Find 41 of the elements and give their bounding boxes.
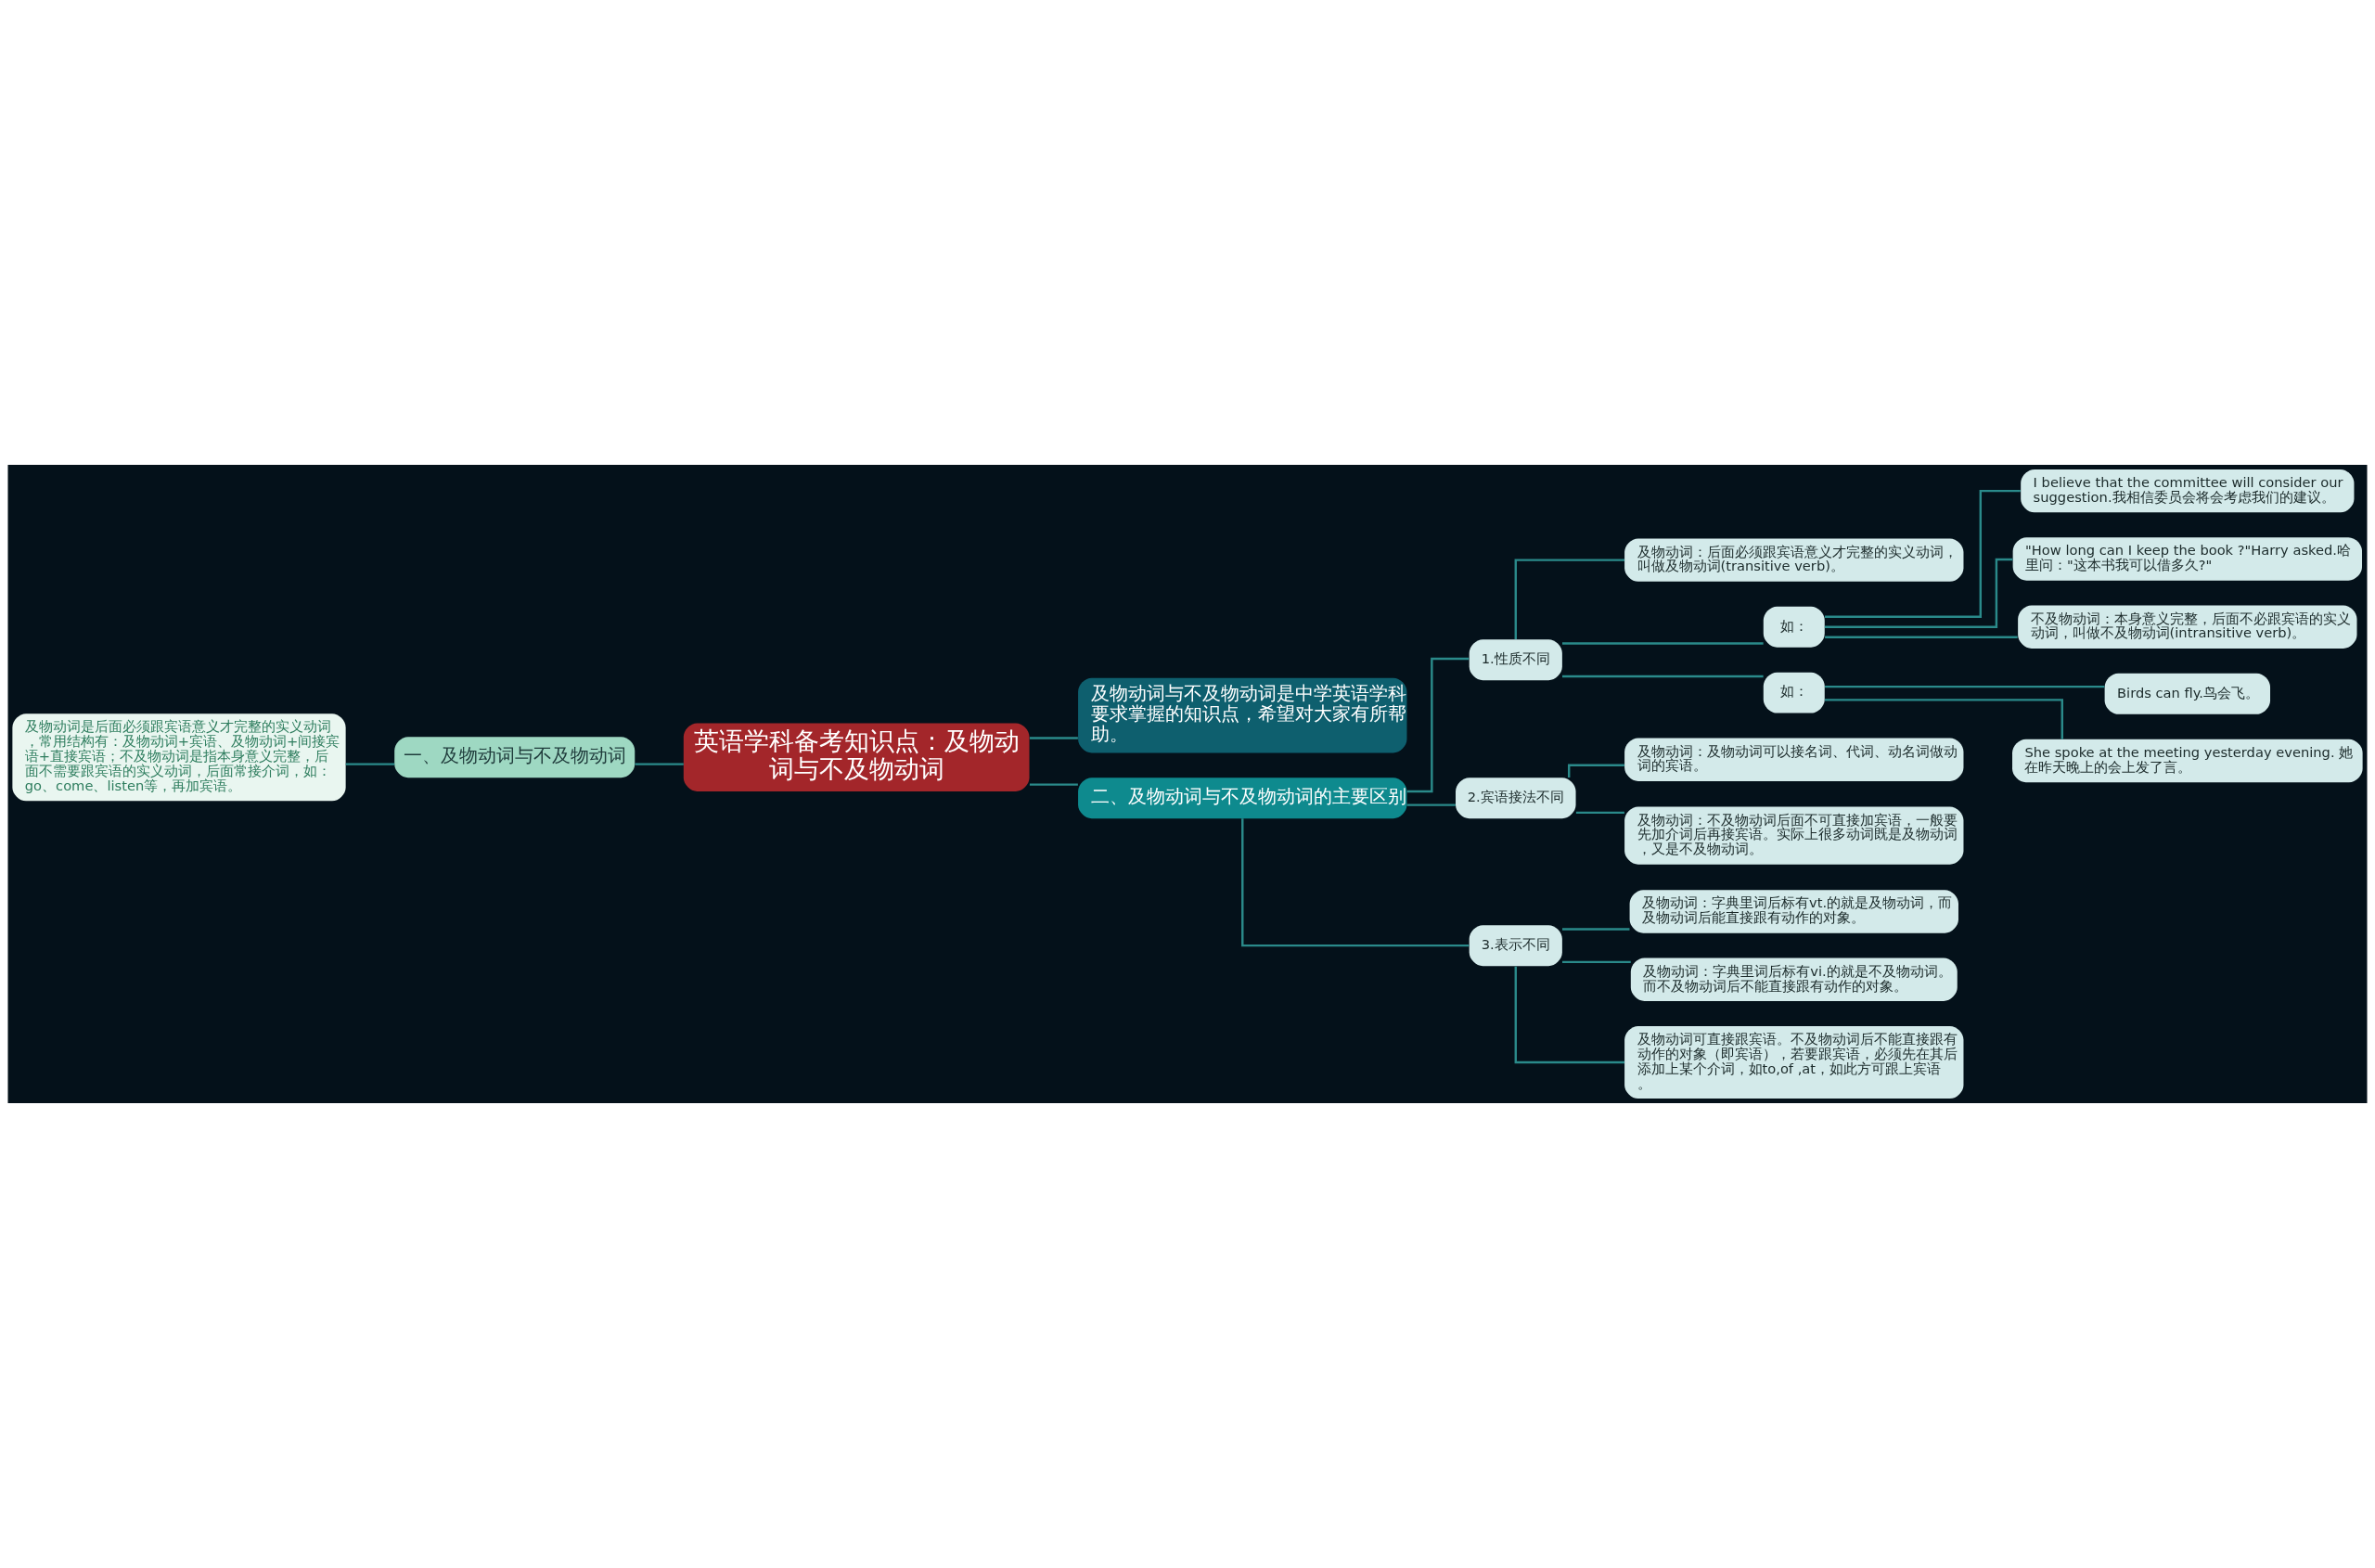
connector [1568, 764, 1624, 778]
connector [1562, 928, 1630, 931]
node-box: 及物动词：不及物动词后面不可直接加宾语，一般要先加介词后再接宾语。实际上很多动词既是及物动词，又是不及物动词。 [1624, 806, 1964, 865]
connector [1029, 783, 1078, 786]
connector [1406, 803, 1456, 806]
node-box: 英语学科备考知识点：及物动词与不及物动词 [683, 723, 1030, 791]
node-box: 2.宾语接法不同 [1456, 778, 1576, 819]
connector [345, 763, 395, 765]
node-box: 及物动词：后面必须跟宾语意义才完整的实义动词，叫做及物动词(transitive verb)。 [1624, 538, 1964, 582]
node-box: 及物动词可直接跟宾语。不及物动词后不能直接跟有动作的对象（即宾语），若要跟宾语，必须先在其后添加上某个介词，如to,of ,at，如此方可跟上宾语。 [1624, 1025, 1964, 1099]
connector [1241, 818, 1470, 947]
node-box: She spoke at the meeting yesterday evening. 她在昨天晚上的会上发了言。 [2012, 739, 2363, 783]
connector [1825, 636, 2018, 638]
node-box: 如： [1763, 606, 1825, 648]
connector [1562, 642, 1764, 645]
node-box: 如： [1763, 672, 1825, 713]
node-box: 及物动词：字典里词后标有vt.的就是及物动词，而及物动词后能直接跟有动作的对象。 [1629, 890, 1958, 933]
connector [1824, 699, 2063, 739]
connector [1824, 558, 2013, 628]
connector [1562, 960, 1631, 964]
connector [1562, 675, 1764, 678]
node-box: 及物动词：及物动词可以接名词、代词、动名词做动词的宾语。 [1624, 738, 1964, 781]
node-box: "How long can I keep the book ?"Harry asked.哈里问："这本书我可以借多久?" [2012, 537, 2362, 581]
node-box: 一、及物动词与不及物动词 [394, 737, 635, 778]
connector [635, 763, 684, 765]
node-box: 及物动词与不及物动词是中学英语学科要求掌握的知识点，希望对大家有所帮助。 [1078, 677, 1407, 753]
connector [1575, 811, 1624, 815]
connector [1406, 657, 1470, 793]
node-box: 1.性质不同 [1469, 639, 1562, 681]
node-box: 3.表示不同 [1469, 925, 1562, 967]
node-box: I believe that the committee will consider our suggestion.我相信委员会将会考虑我们的建议。 [2021, 469, 2355, 513]
connector [1514, 559, 1625, 639]
node-box: 及物动词：字典里词后标有vi.的就是不及物动词。而不及物动词后不能直接跟有动作的对象。 [1630, 958, 1958, 1001]
connector [1825, 685, 2105, 688]
connector [1824, 489, 2021, 618]
connector [1514, 966, 1625, 1064]
connector [1029, 737, 1078, 739]
node-box: 及物动词是后面必须跟宾语意义才完整的实义动词，常用结构有：及物动词+宾语、及物动词+间接宾语+直接宾语；不及物动词是指本身意义完整，后面不需要跟宾语的实义动词，后面常接介词，如：go、come、listen等，再加宾语。 [12, 713, 346, 802]
node-box: 二、及物动词与不及物动词的主要区别 [1078, 778, 1407, 819]
node-box: Birds can fly.鸟会飞。 [2104, 673, 2271, 714]
node-box: 不及物动词：本身意义完整，后面不必跟宾语的实义动词，叫做不及物动词(intransitive verb)。 [2018, 605, 2357, 649]
